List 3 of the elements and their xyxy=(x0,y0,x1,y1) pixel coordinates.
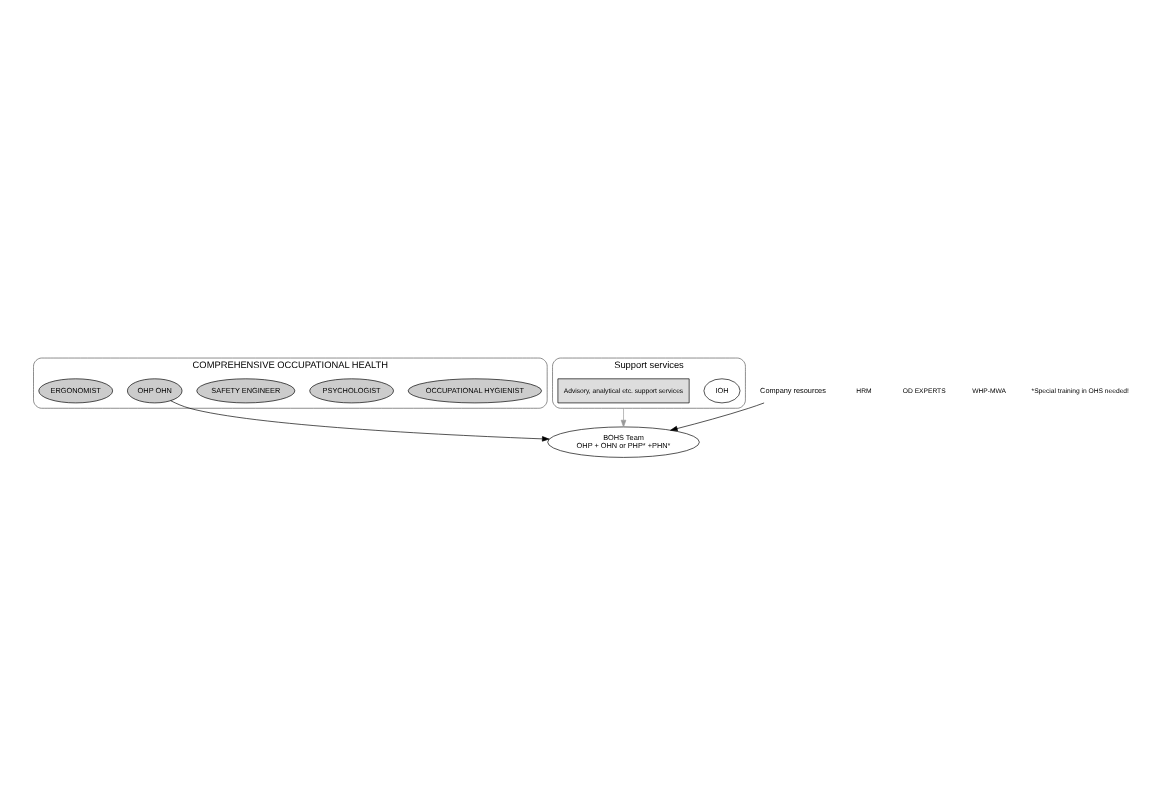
arrow xyxy=(170,400,550,442)
arrow xyxy=(620,407,627,428)
arrow xyxy=(670,402,765,432)
